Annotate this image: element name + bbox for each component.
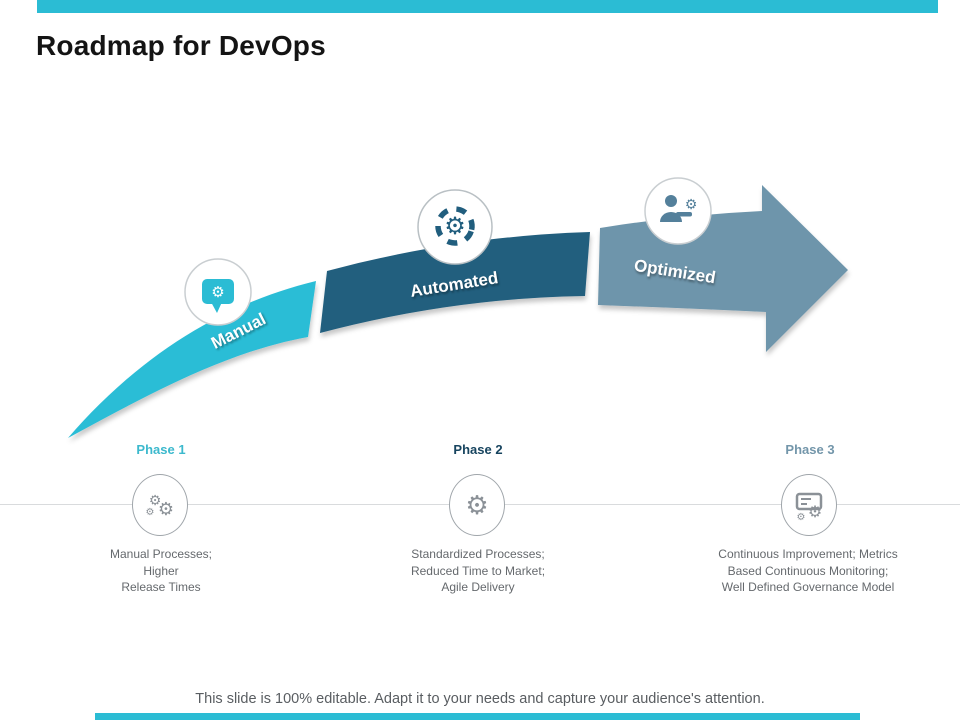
person-with-gear-icon: ⚙: [644, 177, 712, 245]
automation-gear-icon: ⚙: [417, 189, 493, 265]
monitor-gears-icon: ⚙ ⚙: [795, 492, 823, 523]
footer-note: This slide is 100% editable. Adapt it to…: [195, 691, 765, 707]
svg-text:⚙: ⚙: [685, 197, 698, 213]
desc-line: Reduced Time to Market;: [410, 563, 546, 578]
svg-text:⚙: ⚙: [158, 499, 174, 520]
svg-text:⚙: ⚙: [444, 212, 466, 240]
phase-2-description: Standardized Processes; Reduced Time to …: [358, 546, 598, 596]
top-accent-bar: [37, 0, 938, 13]
desc-line: Manual Processes;: [109, 547, 213, 561]
desc-line: Standardized Processes;: [411, 547, 545, 561]
svg-text:⚙: ⚙: [149, 493, 162, 509]
phase-1-description: Manual Processes; Higher Release Times: [41, 546, 281, 596]
segment-manual: Manual ⚙: [68, 258, 316, 438]
desc-line: Agile Delivery: [441, 580, 515, 594]
segment-optimized: Optimized ⚙: [598, 177, 848, 352]
bottom-accent-bar: [95, 713, 860, 720]
phase-2-label: Phase 2: [453, 442, 503, 457]
svg-text:⚙: ⚙: [465, 491, 488, 521]
phase-3-node: ⚙ ⚙: [781, 474, 837, 536]
phase-1-label: Phase 1: [136, 442, 186, 457]
chat-bubble-gear-icon: ⚙: [184, 258, 252, 326]
svg-text:⚙: ⚙: [211, 283, 224, 301]
desc-line: Continuous Improvement; Metrics: [718, 547, 898, 561]
svg-text:⚙: ⚙: [797, 512, 806, 523]
svg-text:⚙: ⚙: [808, 502, 822, 521]
gears-cluster-icon: ⚙ ⚙ ⚙: [146, 493, 175, 520]
svg-text:⚙: ⚙: [146, 507, 155, 518]
slide-title: Roadmap for DevOps: [36, 30, 326, 61]
phase-3-label: Phase 3: [785, 442, 835, 457]
phase-1-node: ⚙ ⚙ ⚙: [132, 474, 188, 536]
desc-line: Release Times: [121, 580, 201, 594]
desc-line: Higher: [143, 563, 179, 578]
segment-automated: Automated ⚙: [320, 189, 590, 333]
desc-line: Well Defined Governance Model: [721, 580, 895, 594]
gear-process-icon: ⚙: [465, 491, 488, 521]
phase-3-description: Continuous Improvement; Metrics Based Co…: [673, 546, 943, 596]
desc-line: Based Continuous Monitoring;: [727, 563, 889, 578]
phase-2-node: ⚙: [449, 474, 505, 536]
